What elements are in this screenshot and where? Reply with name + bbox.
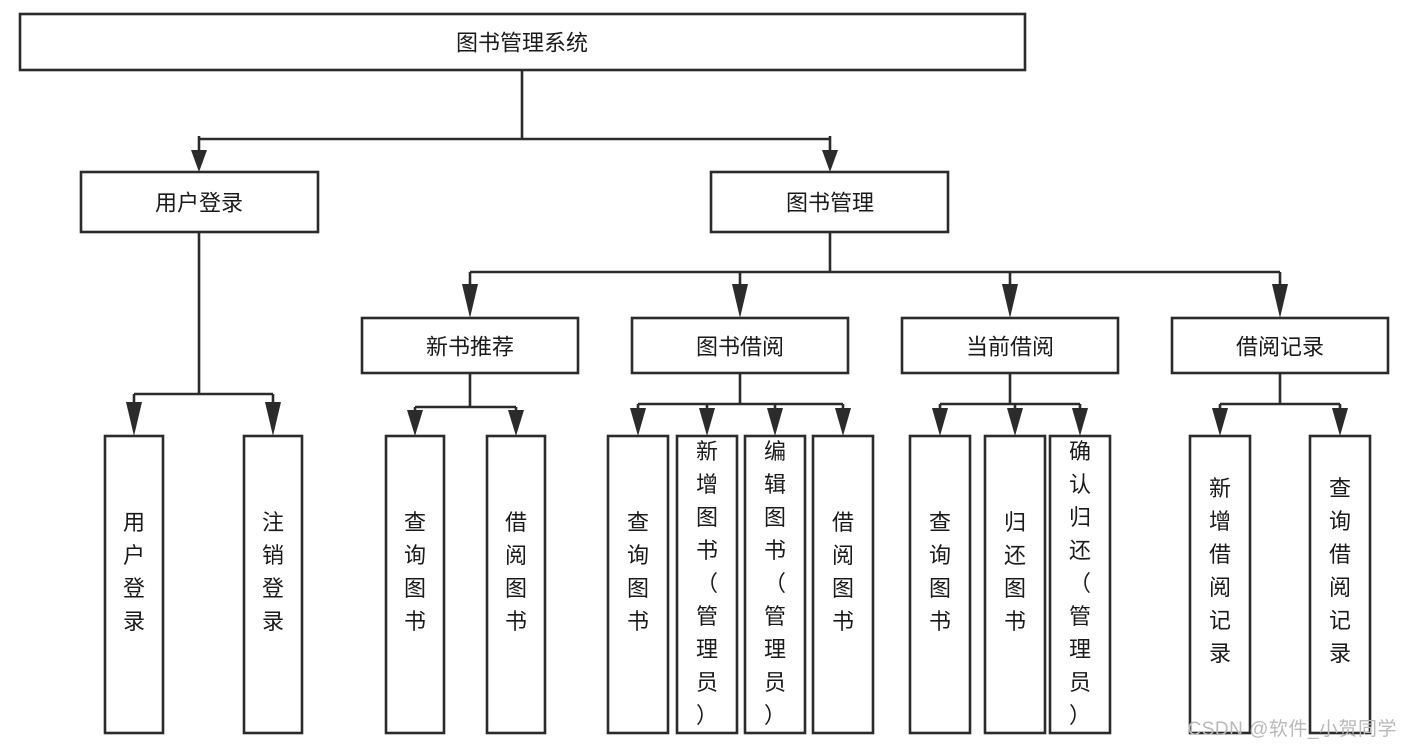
arrow-head-leaf-edit-book (767, 408, 783, 436)
node-leaf-edit-book[interactable]: 编辑图书（管理员） (743, 434, 807, 735)
arrow-head-user-login (191, 150, 207, 172)
node-book-borrow[interactable]: 图书借阅 (630, 316, 850, 375)
node-leaf-confirm-return-box[interactable] (1048, 434, 1112, 735)
arrow-head-leaf-add-book (699, 408, 715, 436)
node-leaf-add-book-box[interactable] (675, 434, 739, 735)
node-leaf-borrow-book-b-label: 借阅图书 (832, 510, 854, 634)
node-leaf-add-book[interactable]: 新增图书（管理员） (675, 434, 739, 735)
node-new-book-rec-label: 新书推荐 (426, 335, 514, 360)
node-leaf-query-record-box[interactable] (1308, 434, 1372, 735)
node-leaf-borrow-book-rec[interactable]: 借阅图书 (485, 434, 547, 735)
node-root[interactable]: 图书管理系统 (18, 12, 1027, 72)
node-leaf-borrow-book-b[interactable]: 借阅图书 (811, 434, 875, 735)
node-leaf-return-book[interactable]: 归还图书 (983, 434, 1047, 735)
node-leaf-confirm-return-label: 确认归还（管理员） (1069, 439, 1091, 728)
node-leaf-query-book-rec[interactable]: 查询图书 (384, 434, 446, 735)
arrow-head-leaf-query-book-rec (407, 410, 423, 436)
node-leaf-query-book-c-box[interactable] (908, 434, 972, 735)
node-leaf-query-book-rec-box[interactable] (384, 434, 446, 735)
arrow-head-current-borrow (1002, 284, 1018, 318)
node-leaf-query-book-c[interactable]: 查询图书 (908, 434, 972, 735)
node-leaf-logout-label: 注销登录 (262, 510, 284, 634)
node-new-book-rec[interactable]: 新书推荐 (360, 316, 580, 375)
node-leaf-borrow-book-rec-box[interactable] (485, 434, 547, 735)
node-leaf-query-book-b-label: 查询图书 (627, 510, 649, 634)
connector-group-current-borrow (932, 373, 1088, 436)
node-leaf-user-login[interactable]: 用户登录 (103, 434, 165, 735)
node-leaf-add-book-label: 新增图书（管理员） (696, 439, 718, 728)
node-borrow-record[interactable]: 借阅记录 (1170, 316, 1390, 375)
connector-group-book-mgmt (462, 232, 1288, 318)
node-leaf-edit-book-box[interactable] (743, 434, 807, 735)
arrow-head-leaf-add-record (1212, 408, 1228, 436)
node-current-borrow-label: 当前借阅 (966, 335, 1054, 360)
connector-group-borrow-record (1212, 373, 1348, 436)
arrow-head-borrow-record (1272, 284, 1288, 318)
node-leaf-return-book-box[interactable] (983, 434, 1047, 735)
arrow-head-leaf-borrow-book-b (835, 408, 851, 436)
arrow-head-book-borrow (732, 284, 748, 318)
node-leaf-query-book-rec-label: 查询图书 (404, 510, 426, 634)
node-leaf-add-record-label: 新增借阅记录 (1209, 476, 1231, 666)
node-user-login-box[interactable] (79, 170, 320, 234)
node-leaf-add-record-box[interactable] (1188, 434, 1252, 735)
node-current-borrow-box[interactable] (900, 316, 1120, 375)
arrow-head-leaf-query-book-b (630, 408, 646, 436)
node-leaf-user-login-label: 用户登录 (123, 510, 145, 634)
node-new-book-rec-box[interactable] (360, 316, 580, 375)
arrow-head-leaf-query-book-c (932, 408, 948, 436)
node-current-borrow[interactable]: 当前借阅 (900, 316, 1120, 375)
node-book-mgmt-label: 图书管理 (786, 191, 874, 216)
node-leaf-query-record[interactable]: 查询借阅记录 (1308, 434, 1372, 735)
arrow-head-leaf-borrow-book-rec (508, 410, 524, 436)
node-leaf-confirm-return[interactable]: 确认归还（管理员） (1048, 434, 1112, 735)
node-user-login-label: 用户登录 (155, 191, 243, 216)
node-leaf-query-book-c-label: 查询图书 (929, 510, 951, 634)
node-leaf-logout[interactable]: 注销登录 (242, 434, 304, 735)
node-book-borrow-label: 图书借阅 (696, 335, 784, 360)
connector-group-root (191, 70, 838, 172)
node-user-login[interactable]: 用户登录 (79, 170, 320, 234)
connector-group-book-borrow (630, 373, 851, 436)
csdn-watermark: CSDN @软件_小贺同学 (1187, 719, 1397, 740)
node-leaf-borrow-book-b-box[interactable] (811, 434, 875, 735)
node-leaf-edit-book-label: 编辑图书（管理员） (764, 439, 786, 728)
node-leaf-borrow-book-rec-label: 借阅图书 (505, 510, 527, 634)
connector-group-user-login (126, 232, 281, 436)
node-leaf-return-book-label: 归还图书 (1004, 510, 1026, 634)
node-book-borrow-box[interactable] (630, 316, 850, 375)
node-leaf-add-record[interactable]: 新增借阅记录 (1188, 434, 1252, 735)
node-book-mgmt[interactable]: 图书管理 (709, 170, 950, 234)
arrow-head-leaf-return-book (1007, 408, 1023, 436)
arrow-head-leaf-logout (265, 402, 281, 436)
arrow-head-new-book-rec (462, 284, 478, 318)
node-root-label: 图书管理系统 (456, 31, 588, 56)
arrow-head-leaf-confirm-return (1072, 408, 1088, 436)
arrow-head-leaf-query-record (1332, 408, 1348, 436)
node-leaf-user-login-box[interactable] (103, 434, 165, 735)
arrow-head-leaf-user-login (126, 402, 142, 436)
connector-group-new-book-rec (407, 373, 524, 436)
node-leaf-query-record-label: 查询借阅记录 (1329, 476, 1351, 666)
arrow-head-book-mgmt (822, 150, 838, 172)
node-borrow-record-label: 借阅记录 (1236, 335, 1324, 360)
node-leaf-query-book-b-box[interactable] (606, 434, 670, 735)
node-leaf-query-book-b[interactable]: 查询图书 (606, 434, 670, 735)
node-root-box[interactable] (18, 12, 1027, 72)
node-book-mgmt-box[interactable] (709, 170, 950, 234)
node-leaf-logout-box[interactable] (242, 434, 304, 735)
node-borrow-record-box[interactable] (1170, 316, 1390, 375)
